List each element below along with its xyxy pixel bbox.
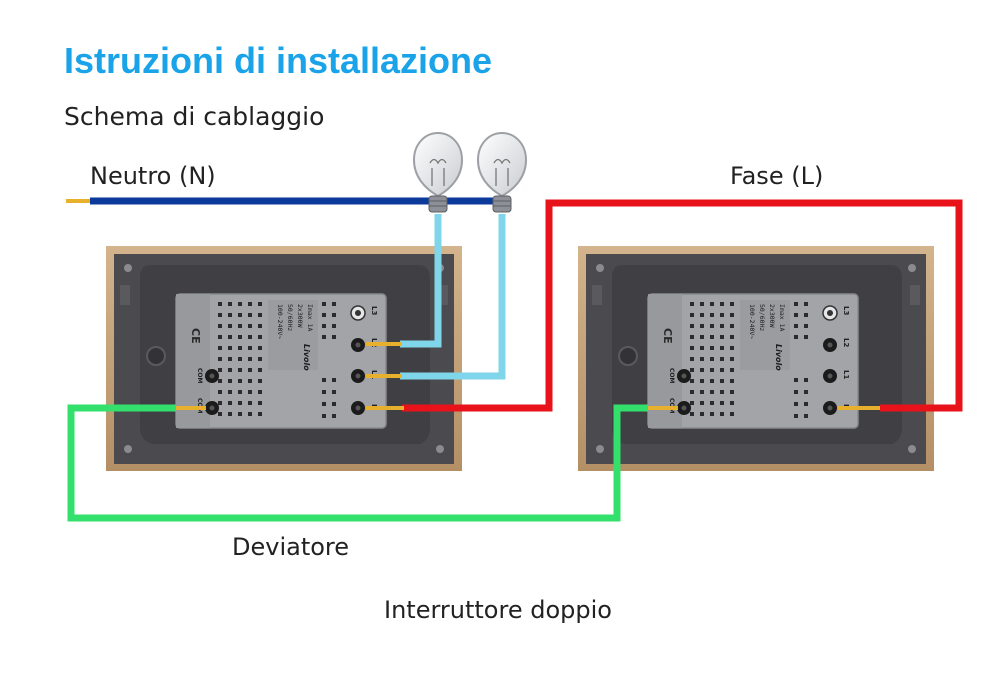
rating-text-2: 50/60Hz: [758, 304, 766, 331]
screw-hole: [908, 264, 916, 272]
rating-text-4: Imax 1A: [778, 304, 786, 331]
light-bulb-icon: [476, 131, 528, 213]
lamp-wire-2: [400, 214, 506, 380]
screw-hole: [124, 264, 132, 272]
terminal-label: L1: [842, 370, 850, 379]
screw-hole: [596, 264, 604, 272]
terminal-label: COM: [196, 368, 203, 384]
brand-text: Livolo: [302, 344, 311, 371]
terminal-label: L2: [842, 338, 850, 347]
brand-text: Livolo: [774, 344, 783, 371]
switch-right: CE 100-240V~ 50/60Hz 2x300W Imax 1A: [578, 246, 934, 471]
terminal-label: L3: [370, 306, 378, 315]
ce-mark-icon: CE: [661, 328, 674, 344]
terminal-label: L3: [842, 306, 850, 315]
page-subtitle: Schema di cablaggio: [64, 102, 325, 131]
rating-text-1: 100-240V~: [276, 304, 284, 339]
terminal-label: COM: [668, 368, 675, 384]
phase-wire-left: [402, 199, 963, 412]
two-way-label: Deviatore: [232, 533, 350, 561]
screw-hole: [124, 445, 132, 453]
screw-hole: [908, 445, 916, 453]
traveler-wire: [67, 404, 648, 522]
terminal-label: COM: [196, 398, 203, 414]
lamp-wire-1: [400, 214, 442, 348]
screw-hole: [436, 445, 444, 453]
rating-text-3: 2x300W: [296, 304, 304, 328]
rating-text-1: 100-240V~: [748, 304, 756, 339]
phase-label: Fase (L): [730, 162, 824, 190]
ce-mark-icon: CE: [189, 328, 202, 344]
switch-left: CE 100-240V~ 50/60Hz 2x300W Imax 1A: [106, 246, 462, 471]
neutral-label: Neutro (N): [90, 162, 216, 190]
rating-text-3: 2x300W: [768, 304, 776, 328]
diagram-caption: Interruttore doppio: [384, 596, 612, 624]
terminal-label: COM: [668, 398, 675, 414]
page-title: Istruzioni di installazione: [64, 40, 493, 81]
rating-text-4: Imax 1A: [306, 304, 314, 331]
screw-hole: [596, 445, 604, 453]
rating-text-2: 50/60Hz: [286, 304, 294, 331]
light-bulb-icon: [412, 131, 464, 213]
